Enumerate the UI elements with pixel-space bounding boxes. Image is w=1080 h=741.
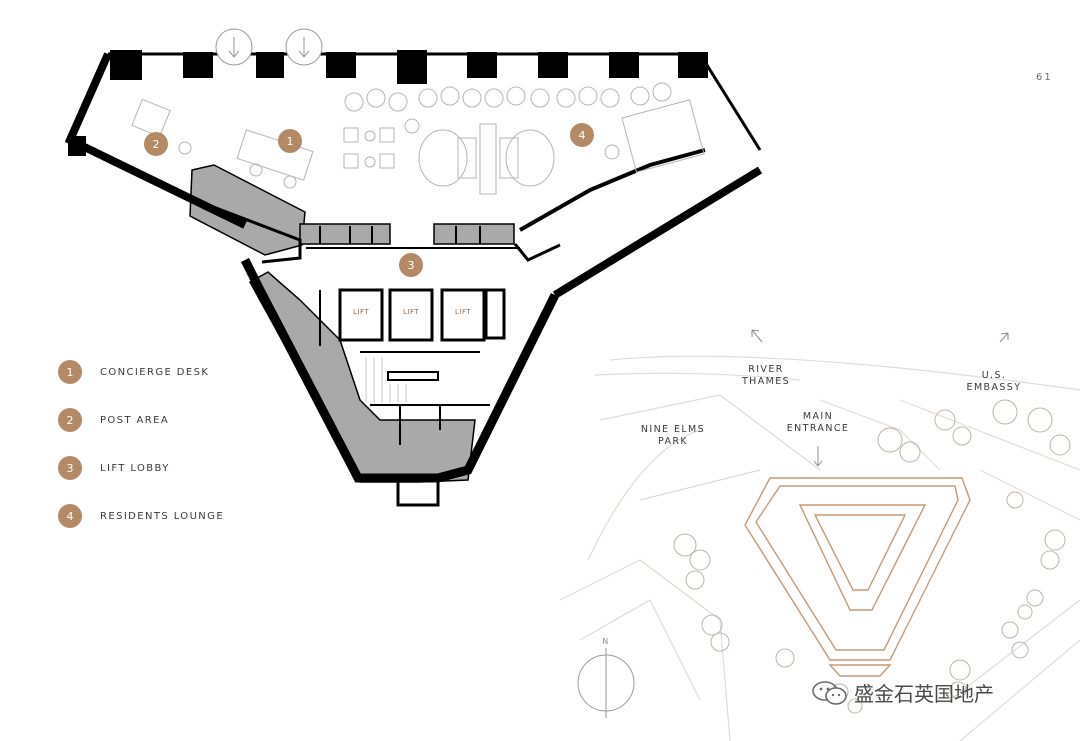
facade-columns [68, 50, 708, 156]
legend-badge: 4 [58, 504, 82, 528]
legend-item: 4 RESIDENTS LOUNGE [58, 492, 224, 540]
legend-badge: 1 [58, 360, 82, 384]
plan-marker-2-text: 2 [153, 138, 160, 151]
compass-icon [577, 648, 635, 718]
legend: 1 CONCIERGE DESK 2 POST AREA 3 LIFT LOBB… [58, 348, 224, 540]
plan-marker-4-text: 4 [579, 129, 586, 142]
main-entrance-label: MAIN ENTRANCE [786, 411, 850, 434]
legend-label: POST AREA [100, 414, 170, 426]
furniture [131, 82, 705, 195]
lift-label-3: LIFT [455, 308, 472, 316]
plan-markers: 1 2 3 4 [144, 123, 594, 277]
lift-label-1: LIFT [353, 308, 370, 316]
legend-label: CONCIERGE DESK [100, 366, 210, 378]
legend-label: LIFT LOBBY [100, 462, 170, 474]
legend-label: RESIDENTS LOUNGE [100, 510, 225, 522]
core-areas [189, 164, 515, 483]
site-map-lines [559, 355, 1080, 741]
watermark-text: 盛金石英国地产 [854, 682, 994, 706]
nine-elms-park-label: NINE ELMS PARK [640, 424, 706, 447]
plan-marker-2 [144, 132, 168, 156]
legend-item: 2 POST AREA [58, 396, 224, 444]
outer-walls [64, 52, 763, 507]
lift-core [319, 288, 506, 445]
plan-marker-4 [570, 123, 594, 147]
plan-marker-3 [399, 253, 423, 277]
legend-badge: 2 [58, 408, 82, 432]
site-map-building [744, 477, 971, 677]
wechat-icon [812, 680, 847, 705]
plan-marker-1-text: 1 [287, 135, 294, 148]
us-embassy-label: U.S. EMBASSY [966, 370, 1022, 393]
legend-item: 1 CONCIERGE DESK [58, 348, 224, 396]
watermark: 盛金石英国地产 [812, 678, 994, 707]
entrance-doors [215, 28, 323, 66]
plan-marker-1 [278, 129, 302, 153]
lift-label-2: LIFT [403, 308, 420, 316]
compass-north-label: N [602, 637, 610, 646]
page-number: 61 [1036, 72, 1053, 83]
river-thames-label: RIVER THAMES [741, 364, 791, 387]
site-map-trees [673, 399, 1071, 714]
plan-marker-3-text: 3 [408, 259, 415, 272]
legend-item: 3 LIFT LOBBY [58, 444, 224, 492]
legend-badge: 3 [58, 456, 82, 480]
